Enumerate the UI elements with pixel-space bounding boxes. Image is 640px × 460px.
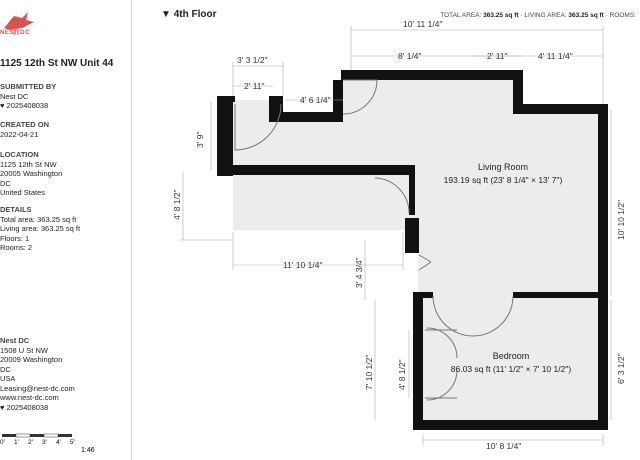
heart-icon: ♥	[0, 402, 7, 412]
dim-bed-4-8: 4' 8 1/2"	[397, 359, 407, 390]
logo-text: NEST DC	[0, 30, 30, 36]
dim-left-4-6: 4' 6 1/4"	[300, 95, 331, 105]
company-line: 20009 Washington	[0, 355, 63, 364]
submitted-section: SUBMITTED BY Nest DC ♥ 2025408038	[0, 82, 56, 111]
scale-tick: 1'	[14, 439, 19, 446]
location-section: LOCATION 1125 12th St NW 20005 Washingto…	[0, 150, 62, 198]
dim-mid-11-10: 11' 10 1/4"	[283, 260, 322, 270]
floor-plan-area: ▼ 4th Floor TOTAL AREA: 363.25 sq ft · L…	[133, 0, 640, 460]
scale-tick: 2'	[28, 439, 33, 446]
scale-tick: 3'	[42, 439, 47, 446]
company-section: Nest DC 1508 U St NW 20009 Washington DC…	[0, 336, 75, 412]
dim-right-6-3: 6' 3 1/2"	[616, 353, 626, 384]
details-line: Total area: 363.25 sq ft	[0, 214, 77, 224]
location-line: 20005 Washington	[0, 169, 63, 178]
area-totals: TOTAL AREA: 363.25 sq ft · LIVING AREA: …	[440, 12, 636, 19]
doors	[234, 79, 514, 401]
dimension-labels: 10' 11 1/4" 8' 1/4" 2' 11" 4' 11 1/4" 3'…	[172, 19, 626, 451]
company-line: 1508 U St NW	[0, 345, 48, 355]
details-line: Rooms: 2	[0, 243, 33, 252]
dim-left-2-11: 2' 11"	[244, 81, 265, 91]
scale-tick: 4'	[56, 439, 61, 446]
heart-icon: ♥	[0, 101, 7, 110]
dim-top-4-11: 4' 11 1/4"	[538, 51, 573, 61]
location-line: United States	[0, 188, 46, 197]
dim-mid-3-4: 3' 4 3/4"	[354, 257, 364, 288]
dim-left-3-3: 3' 3 1/2"	[237, 55, 268, 65]
walls	[217, 70, 608, 430]
company-phone: ♥ 2025408038	[0, 402, 49, 412]
dim-bottom-10-8: 10' 8 1/4"	[486, 441, 521, 451]
details-heading: DETAILS	[0, 205, 32, 214]
location-heading: LOCATION	[0, 150, 39, 159]
property-address: 1125 12th St NW Unit 44	[0, 58, 114, 69]
scale-bar: 0' 1' 2' 3' 4' 5' 1:46	[0, 432, 125, 456]
room-labels: Living Room 193.19 sq ft (23' 8 1/4" × 1…	[444, 162, 572, 374]
dim-bed-7-10: 7' 10 1/2"	[364, 355, 374, 390]
created-date: 2022-04-21	[0, 129, 39, 139]
triangle-down-icon: ▼	[161, 9, 174, 20]
company-line: USA	[0, 374, 16, 383]
bird-logo-icon	[4, 12, 34, 35]
company-line: DC	[0, 364, 11, 374]
dim-left-4-8: 4' 8 1/2"	[172, 189, 182, 220]
details-line: Living area: 363.25 sq ft	[0, 224, 81, 233]
created-heading: CREATED ON	[0, 120, 50, 129]
scale-tick: 0'	[0, 439, 5, 446]
dim-right-10-10: 10' 10 1/2"	[616, 200, 626, 240]
created-section: CREATED ON 2022-04-21	[0, 120, 49, 139]
company-name: Nest DC	[0, 336, 30, 345]
scale-tick: 5'	[70, 439, 75, 446]
details-section: DETAILS Total area: 363.25 sq ft Living …	[0, 205, 80, 253]
company-website[interactable]: www.nest-dc.com	[0, 393, 59, 402]
submitted-heading: SUBMITTED BY	[0, 82, 57, 91]
scale-ratio: 1:46	[81, 447, 95, 454]
sidebar: NEST DC 1125 12th St NW Unit 44 SUBMITTE…	[0, 0, 130, 460]
dim-left-3-9: 3' 9"	[195, 132, 205, 148]
dim-top-2-11: 2' 11"	[487, 51, 508, 61]
bedroom-area: 86.03 sq ft (11' 1/2" × 7' 10 1/2")	[451, 364, 572, 374]
living-room-area: 193.19 sq ft (23' 8 1/4" × 13' 7")	[444, 175, 563, 185]
scale-bar-graphic: 0' 1' 2' 3' 4' 5' 1:46	[0, 433, 95, 454]
details-line: Floors: 1	[0, 233, 30, 243]
divider	[131, 0, 132, 460]
floor-plan: 10' 11 1/4" 8' 1/4" 2' 11" 4' 11 1/4" 3'…	[172, 19, 626, 451]
living-room-name: Living Room	[478, 162, 528, 172]
submitted-phone: ♥ 2025408038	[0, 101, 49, 110]
location-line: DC	[0, 178, 11, 188]
location-line: 1125 12th St NW	[0, 159, 57, 169]
dimension-lines	[179, 26, 612, 446]
submitted-line: Nest DC	[0, 91, 29, 101]
dim-top-8: 8' 1/4"	[398, 51, 422, 61]
bedroom-name: Bedroom	[493, 351, 530, 361]
dim-top-overall: 10' 11 1/4"	[403, 19, 442, 29]
floor-label[interactable]: ▼ 4th Floor	[161, 9, 217, 20]
company-email[interactable]: Leasing@nest-dc.com	[0, 383, 75, 393]
